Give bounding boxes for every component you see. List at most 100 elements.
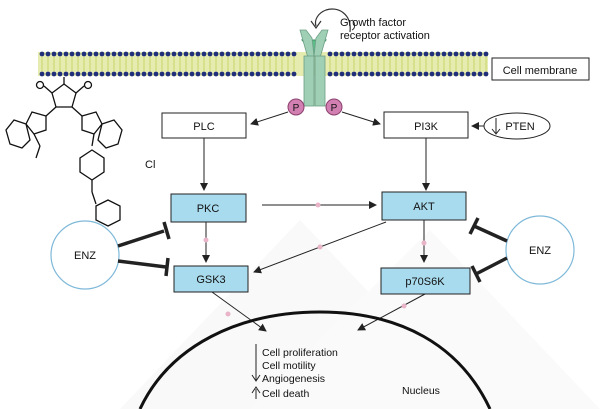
lipid-head bbox=[207, 51, 213, 57]
lipid-head bbox=[87, 71, 93, 77]
lipid-head bbox=[393, 71, 399, 77]
plc-box bbox=[161, 112, 247, 139]
akt-label: AKT bbox=[413, 201, 435, 213]
inhibit-enz-p70s6k bbox=[475, 256, 508, 276]
lipid-head bbox=[249, 71, 255, 77]
lipid-head bbox=[483, 71, 489, 77]
lipid-head bbox=[93, 51, 99, 57]
lipid-head bbox=[195, 51, 201, 57]
lipid-head bbox=[141, 51, 147, 57]
lipid-head bbox=[99, 51, 105, 57]
lipid-head bbox=[111, 51, 117, 57]
lipid-head bbox=[267, 71, 273, 77]
lipid-head bbox=[243, 51, 249, 57]
lipid-head bbox=[273, 51, 279, 57]
lipid-head bbox=[459, 71, 465, 77]
receptor-right-chain bbox=[314, 55, 326, 107]
lipid-head bbox=[429, 71, 435, 77]
enz-left-label: ENZ bbox=[74, 250, 96, 262]
lipid-head bbox=[273, 71, 279, 77]
lipid-head bbox=[471, 51, 477, 57]
lipid-head bbox=[369, 51, 375, 57]
lipid-head bbox=[261, 51, 267, 57]
lipid-head bbox=[453, 51, 459, 57]
lipid-head bbox=[39, 71, 45, 77]
lipid-head bbox=[39, 51, 45, 57]
arrow-receptor-plc bbox=[250, 111, 289, 126]
cell-membrane-label-box bbox=[491, 57, 590, 81]
lipid-head bbox=[243, 71, 249, 77]
lipid-head bbox=[459, 51, 465, 57]
lipid-head bbox=[69, 71, 75, 77]
lipid-head bbox=[201, 51, 207, 57]
lipid-head bbox=[219, 51, 225, 57]
receptor-right-arm bbox=[313, 29, 329, 59]
lipid-head bbox=[441, 71, 447, 77]
outcome-angiogenesis: Angiogenesis bbox=[262, 373, 325, 385]
lipid-head bbox=[153, 51, 159, 57]
lipid-head bbox=[363, 71, 369, 77]
lipid-head bbox=[231, 51, 237, 57]
lipid-head bbox=[177, 51, 183, 57]
lipid-head bbox=[423, 51, 429, 57]
lipid-head bbox=[375, 51, 381, 57]
phospho-right-label: P bbox=[331, 103, 338, 114]
lipid-head bbox=[477, 71, 483, 77]
pkc-label: PKC bbox=[197, 203, 220, 215]
lipid-head bbox=[465, 51, 471, 57]
phospho-mark bbox=[317, 244, 323, 250]
lipid-head bbox=[45, 51, 51, 57]
lipid-head bbox=[417, 51, 423, 57]
lipid-head bbox=[117, 71, 123, 77]
oxygen-atom-right bbox=[83, 80, 93, 90]
lipid-head bbox=[189, 51, 195, 57]
outcome-arrows bbox=[251, 344, 261, 399]
lipid-head bbox=[165, 71, 171, 77]
outcome-motility: Cell motility bbox=[262, 360, 316, 372]
lipid-head bbox=[375, 71, 381, 77]
lipid-head bbox=[441, 51, 447, 57]
lipid-head bbox=[219, 71, 225, 77]
lipid-head bbox=[381, 51, 387, 57]
inhibit-enz-pkc bbox=[117, 229, 165, 248]
growth-factor-label-line2: receptor activation bbox=[340, 30, 430, 42]
lipid-head bbox=[327, 71, 333, 77]
membrane-tails bbox=[41, 57, 487, 71]
phospho-right-circle bbox=[325, 98, 343, 116]
lipid-head bbox=[291, 51, 297, 57]
lipid-head bbox=[51, 71, 57, 77]
lipid-head bbox=[189, 71, 195, 77]
membrane-heads-bottom bbox=[39, 71, 489, 77]
lipid-head bbox=[345, 51, 351, 57]
lipid-head bbox=[435, 71, 441, 77]
lipid-head bbox=[141, 71, 147, 77]
lipid-head bbox=[387, 51, 393, 57]
phospho-mark bbox=[203, 237, 209, 243]
lipid-head bbox=[393, 51, 399, 57]
lipid-head bbox=[81, 71, 87, 77]
lipid-head bbox=[369, 71, 375, 77]
lipid-head bbox=[105, 51, 111, 57]
arrow-p70s6k-nucleus bbox=[357, 293, 426, 331]
lipid-head bbox=[279, 71, 285, 77]
lipid-head bbox=[117, 51, 123, 57]
lipid-head bbox=[63, 71, 69, 77]
pkc-box bbox=[170, 193, 247, 223]
growth-factor-label-line1: Growth factor bbox=[340, 17, 406, 29]
cell-membrane-label: Cell membrane bbox=[503, 65, 578, 77]
akt-box bbox=[381, 191, 467, 221]
enz-right-circle bbox=[505, 215, 575, 285]
pi3k-label: PI3K bbox=[414, 121, 439, 133]
down-arrow-icon bbox=[491, 118, 501, 135]
lipid-head bbox=[333, 71, 339, 77]
lipid-head bbox=[357, 71, 363, 77]
enz-left-circle bbox=[50, 220, 120, 290]
lipid-head bbox=[465, 71, 471, 77]
lipid-head bbox=[63, 51, 69, 57]
lipid-head bbox=[447, 71, 453, 77]
lipid-head bbox=[171, 51, 177, 57]
lipid-head bbox=[327, 51, 333, 57]
inhibit-enz-gsk3 bbox=[117, 259, 167, 269]
gsk3-label: GSK3 bbox=[196, 274, 225, 286]
lipid-head bbox=[261, 71, 267, 77]
